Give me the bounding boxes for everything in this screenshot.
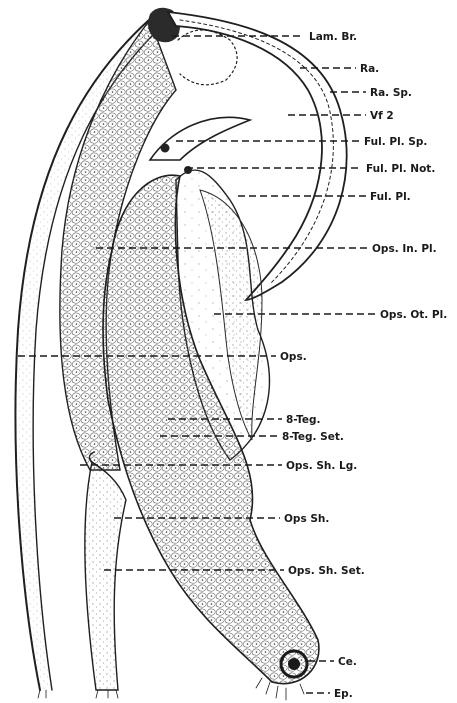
label-vf2: Vf 2	[370, 110, 394, 122]
label-8-teg: 8-Teg.	[286, 414, 321, 426]
label-ops-sh: Ops Sh.	[284, 513, 329, 525]
fulcral-plate	[150, 117, 250, 160]
label-ra-sp: Ra. Sp.	[370, 87, 412, 99]
label-ops: Ops.	[280, 351, 307, 363]
label-ful-pl: Ful. Pl.	[370, 191, 411, 203]
label-ce: Ce.	[338, 656, 357, 668]
label-ful-pl-sp: Ful. Pl. Sp.	[364, 136, 427, 148]
label-ops-sh-lg: Ops. Sh. Lg.	[286, 460, 357, 472]
label-8-teg-set: 8-Teg. Set.	[282, 431, 344, 443]
label-ep: Ep.	[334, 688, 353, 700]
fulcral-spine-dot	[161, 144, 170, 153]
opisthosoma-shaft	[85, 462, 126, 690]
label-ops-ot-pl: Ops. Ot. Pl.	[380, 309, 447, 321]
figure-labels: Lam. Br. Ra. Ra. Sp. Vf 2 Ful. Pl. Sp. F…	[280, 31, 447, 700]
label-ops-in-pl: Ops. In. Pl.	[372, 243, 437, 255]
label-ops-sh-set: Ops. Sh. Set.	[288, 565, 365, 577]
ce-eye-inner	[288, 658, 300, 670]
label-ful-pl-not: Ful. Pl. Not.	[366, 163, 435, 175]
label-ra: Ra.	[360, 63, 379, 75]
label-lam-br: Lam. Br.	[309, 31, 357, 43]
